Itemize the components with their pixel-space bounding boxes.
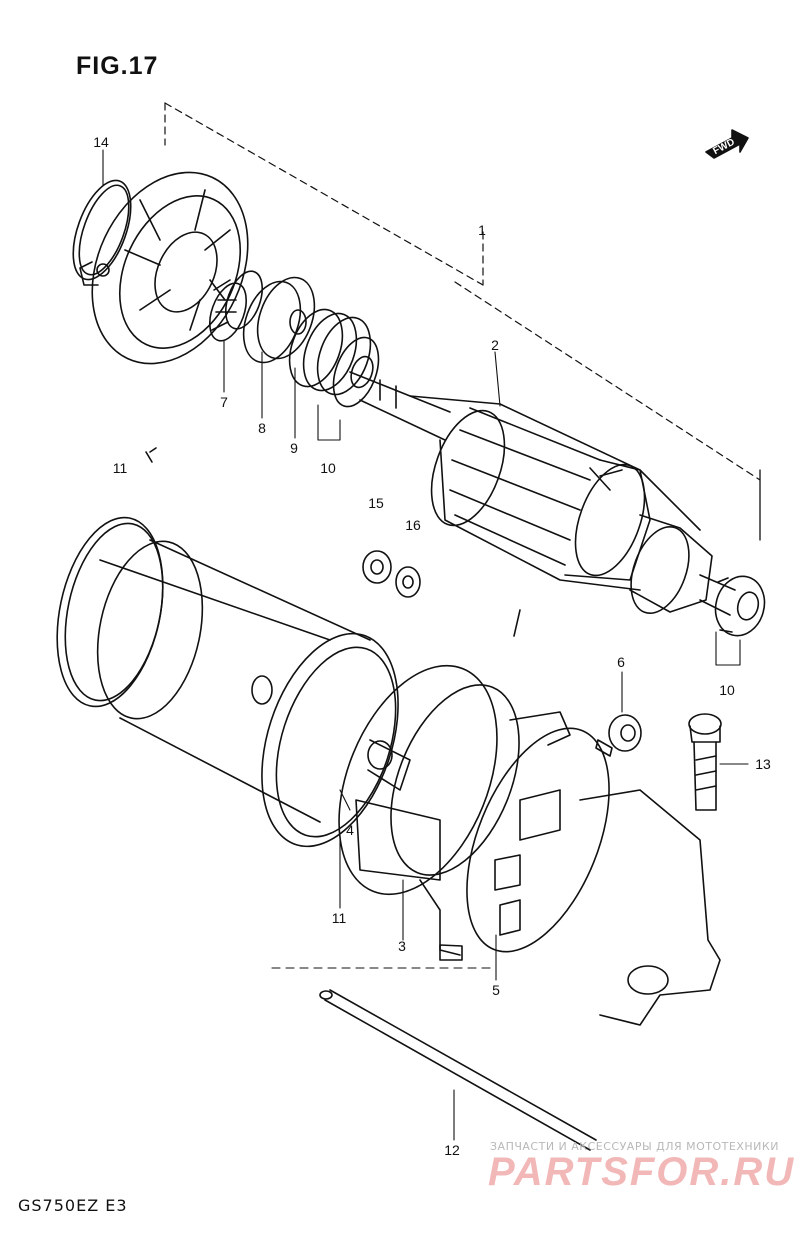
figure-title: FIG.17 [76, 52, 159, 80]
thrust-washer-10a [332, 336, 380, 408]
callout-9: 9 [290, 440, 298, 456]
callout-10-lower: 10 [719, 682, 735, 698]
callout-2: 2 [491, 337, 499, 353]
callout-16: 16 [405, 517, 421, 533]
callout-11-lower: 11 [331, 910, 347, 926]
leader-lines [102, 149, 749, 1141]
callout-15: 15 [368, 495, 384, 511]
mark-ground [513, 609, 521, 637]
callout-5: 5 [492, 982, 500, 998]
brush-holder-3 [390, 684, 571, 961]
watermark-subtitle: ЗАПЧАСТИ И АКСЕССУАРЫ ДЛЯ МОТОТЕХНИКИ [490, 1140, 779, 1153]
through-bolt-12 [319, 989, 597, 1151]
pinion-7 [208, 270, 264, 342]
callout-4: 4 [346, 822, 354, 838]
callout-10-upper: 10 [320, 460, 336, 476]
o-ring-14 [72, 179, 132, 281]
callout-14: 14 [93, 134, 109, 150]
yoke-housing [96, 539, 411, 848]
o-ring-11b [56, 516, 164, 708]
brush-plate-4 [338, 664, 498, 896]
terminal-6 [595, 714, 642, 757]
callout-6: 6 [617, 654, 625, 670]
callout-8: 8 [258, 420, 266, 436]
callout-11-upper: 11 [112, 460, 128, 476]
washer-8 [242, 276, 316, 364]
bolt-13 [688, 713, 722, 811]
bushing-10b [714, 575, 766, 637]
fwd-label: FWD [711, 137, 736, 157]
callout-13: 13 [755, 756, 771, 772]
callout-7: 7 [220, 394, 228, 410]
assembly-bracket [164, 102, 761, 481]
spring-washer-9 [288, 308, 372, 396]
nut-15 [362, 550, 392, 584]
watermark-brand: PARTSFOR.RU [488, 1150, 796, 1194]
armature-2 [349, 371, 736, 616]
mark-11a [145, 447, 157, 463]
model-code: GS750EZ E3 [18, 1196, 128, 1215]
callout-1: 1 [478, 222, 486, 238]
front-housing [79, 171, 249, 365]
callout-3: 3 [398, 938, 406, 954]
washer-16 [395, 566, 421, 598]
fwd-arrow-icon [705, 129, 749, 159]
rear-cover-5 [466, 727, 721, 1026]
callout-12: 12 [444, 1142, 460, 1158]
